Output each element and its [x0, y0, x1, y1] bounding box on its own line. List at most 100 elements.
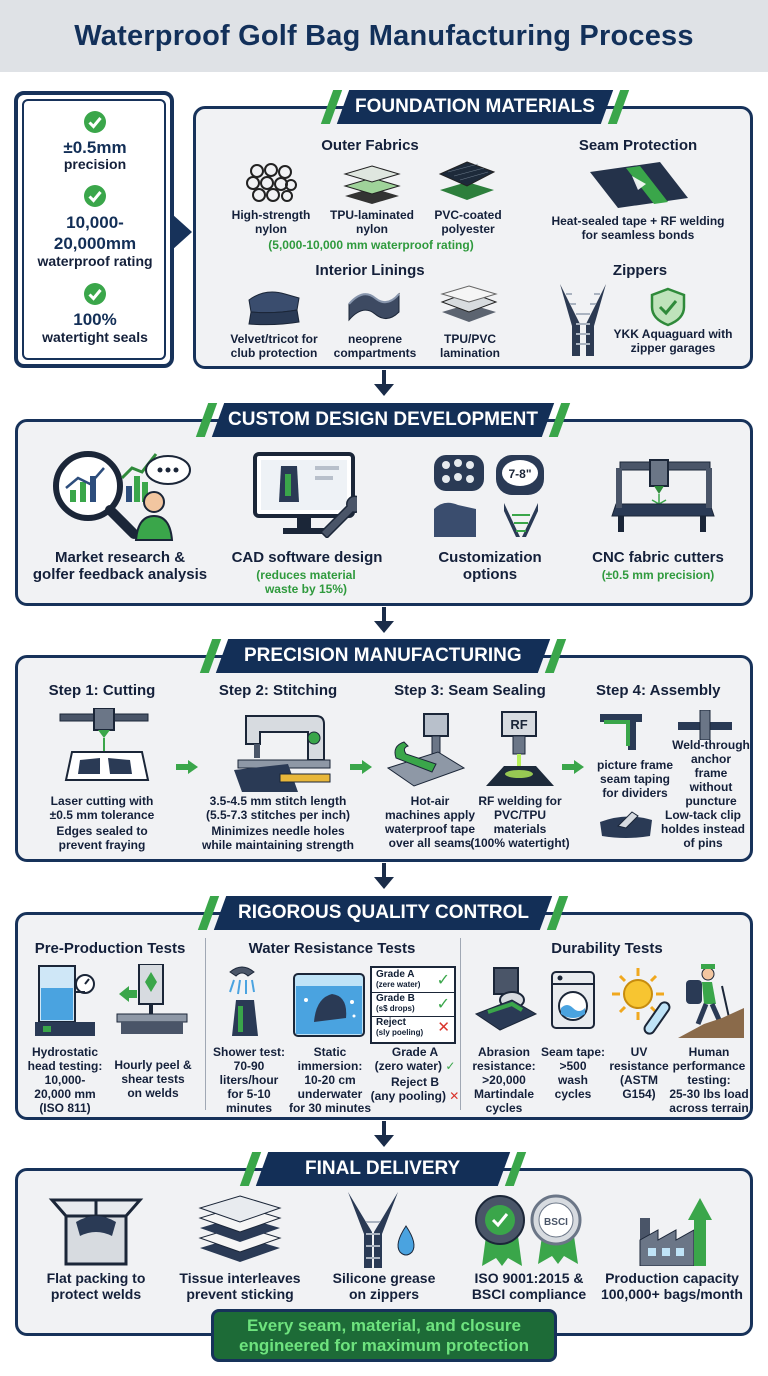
- step-heading: Step 1: Cutting: [48, 682, 156, 699]
- design-label: CNC fabric cutters: [592, 549, 724, 566]
- grade-label: Grade A: [376, 969, 415, 980]
- grade-sub: (zere water): [376, 980, 421, 989]
- quality-banner: RIGOROUS QUALITY CONTROL: [213, 896, 553, 930]
- flat-packing-box-icon: [48, 1198, 144, 1266]
- check-icon: ✓: [436, 996, 450, 1013]
- coated-polyester-icon: [438, 161, 496, 200]
- flow-arrow: [382, 607, 386, 623]
- cutting-text: Laser cutting with ±0.5 mm tolerance: [49, 794, 155, 822]
- dial-text: 7-8": [508, 467, 531, 481]
- outer-fabric-note: (5,000-10,000 mm waterproof rating): [268, 238, 474, 252]
- page-title: Waterproof Golf Bag Manufacturing Proces…: [74, 19, 694, 52]
- sewing-machine-icon: [234, 715, 331, 792]
- stats-panel: [14, 91, 174, 368]
- grade-chart: Grade A (zere water) ✓ Grade B (s$ drops…: [370, 966, 456, 1044]
- shower-text: Shower test: 70-90 liters/hour for 5-10 …: [212, 1045, 285, 1115]
- flow-arrow-head: [374, 877, 394, 889]
- delivery-label: Flat packing to protect welds: [46, 1270, 146, 1302]
- check-circle-icon: [84, 111, 106, 133]
- grade-row: Grade A (zere water) ✓: [372, 968, 454, 993]
- flow-arrow: [382, 370, 386, 386]
- title-bar: Waterproof Golf Bag Manufacturing Proces…: [0, 0, 768, 72]
- check-circle-icon: [84, 185, 106, 207]
- reject-label: Reject B: [390, 1075, 440, 1089]
- zippers-heading: Zippers: [612, 262, 668, 279]
- nylon-texture-icon: [246, 163, 297, 202]
- grade-row: Grade B (s$ drops) ✓: [372, 992, 454, 1017]
- frame-text: picture frame seam taping for dividers: [596, 758, 674, 800]
- certification-badges-icon: BSCI: [475, 1194, 582, 1266]
- stat-label: waterproof rating: [37, 253, 153, 269]
- cutting-text: Edges sealed to prevent fraying: [56, 824, 148, 852]
- foundation-panel: [193, 106, 753, 369]
- hiker-icon: [678, 964, 744, 1038]
- step-arrow-icon: [350, 760, 372, 774]
- seam-protection-heading: Seam Protection: [578, 137, 698, 154]
- reject-sub: (any pooling): [370, 1089, 446, 1103]
- shower-test-icon: [229, 966, 258, 1036]
- zipper-grease-icon: [348, 1192, 415, 1268]
- laminated-layers-icon: [343, 165, 401, 204]
- section-divider: [460, 938, 461, 1110]
- peel-tester-icon: [116, 964, 188, 1034]
- cnc-cutter-icon: [611, 459, 715, 532]
- neoprene-sheet-icon: [348, 292, 400, 322]
- flow-arrow-head: [374, 384, 394, 396]
- seam-protection-text: Heat-sealed tape + RF welding for seamle…: [551, 214, 725, 242]
- stat-value: ±0.5mm: [63, 138, 127, 157]
- abrasion-text: Abrasion resistance: >20,000 Martindale …: [472, 1045, 536, 1115]
- washing-machine-icon: [551, 971, 595, 1029]
- cad-monitor-icon: [253, 452, 357, 538]
- foundation-banner: FOUNDATION MATERIALS: [336, 90, 614, 124]
- design-banner: CUSTOM DESIGN DEVELOPMENT: [211, 403, 555, 437]
- outer-fabric-label: High-strength nylon: [231, 208, 311, 236]
- check-icon: ✓: [436, 972, 450, 989]
- laser-cutter-icon: [59, 708, 150, 781]
- peel-text: Hourly peel & shear tests on welds: [114, 1058, 192, 1100]
- delivery-label: Silicone grease on zippers: [332, 1270, 436, 1302]
- step-heading: Step 3: Seam Sealing: [394, 682, 546, 699]
- clip-text: Low-tack clip holdes instead of pins: [660, 808, 746, 850]
- durability-heading: Durability Tests: [551, 940, 663, 957]
- grade-label: Grade B: [376, 993, 415, 1004]
- market-research-icon: [53, 451, 191, 541]
- footer-banner: Every seam, material, and closure engine…: [211, 1309, 557, 1362]
- grade-label: Reject: [376, 1017, 407, 1028]
- rf-text: RF welding for PVC/TPU materials (100% w…: [470, 794, 570, 850]
- stat-label: precision: [63, 156, 127, 172]
- flow-arrow: [382, 1121, 386, 1137]
- stitching-text: Minimizes needle holes while maintaining…: [201, 824, 354, 852]
- zipper-text: YKK Aquaguard with zipper garages: [613, 327, 733, 355]
- lining-label: neoprene compartments: [333, 332, 417, 360]
- bsci-badge-text: BSCI: [544, 1217, 568, 1228]
- clip-holder-icon: [600, 811, 652, 838]
- stitching-text: 3.5-4.5 mm stitch length (5.5-7.3 stitch…: [205, 794, 351, 822]
- abrasion-tester-icon: [474, 967, 538, 1031]
- customization-options-icon: 7-8": [434, 455, 544, 537]
- grade-a-sub: (zero water): [374, 1059, 442, 1073]
- design-label: Customization options: [438, 549, 542, 583]
- check-icon: ✓: [445, 1059, 456, 1073]
- delivery-label: Production capacity 100,000+ bags/month: [600, 1270, 743, 1302]
- delivery-label: Tissue interleaves prevent sticking: [179, 1270, 301, 1302]
- uv-text: UV resistance (ASTM G154): [609, 1045, 669, 1101]
- rf-label: RF: [510, 717, 527, 732]
- uv-sun-icon: [612, 968, 671, 1035]
- human-test-text: Human performance testing: 25-30 lbs loa…: [669, 1045, 749, 1115]
- seamtape-text: Seam tape: >500 wash cycles: [540, 1045, 606, 1101]
- stat-label: watertight seals: [42, 329, 148, 345]
- pre-production-heading: Pre-Production Tests: [34, 940, 186, 957]
- cross-icon: ✕: [437, 1019, 450, 1036]
- hydro-text: Hydrostatic head testing: 10,000- 20,000…: [27, 1045, 103, 1115]
- outer-fabric-label: PVC-coated polyester: [434, 208, 502, 236]
- grade-row: Reject (sly poeling) ✕: [372, 1016, 454, 1040]
- stat-value: 100%: [73, 310, 117, 329]
- flow-arrow-head: [374, 621, 394, 633]
- seam-tape-icon: [590, 162, 688, 208]
- flow-arrow-head: [374, 1135, 394, 1147]
- picture-frame-icon: [600, 714, 642, 750]
- interior-linings-heading: Interior Linings: [315, 262, 425, 279]
- zipper-icon: [560, 284, 606, 356]
- weld-anchor-icon: [678, 710, 732, 740]
- factory-growth-icon: [639, 1198, 712, 1266]
